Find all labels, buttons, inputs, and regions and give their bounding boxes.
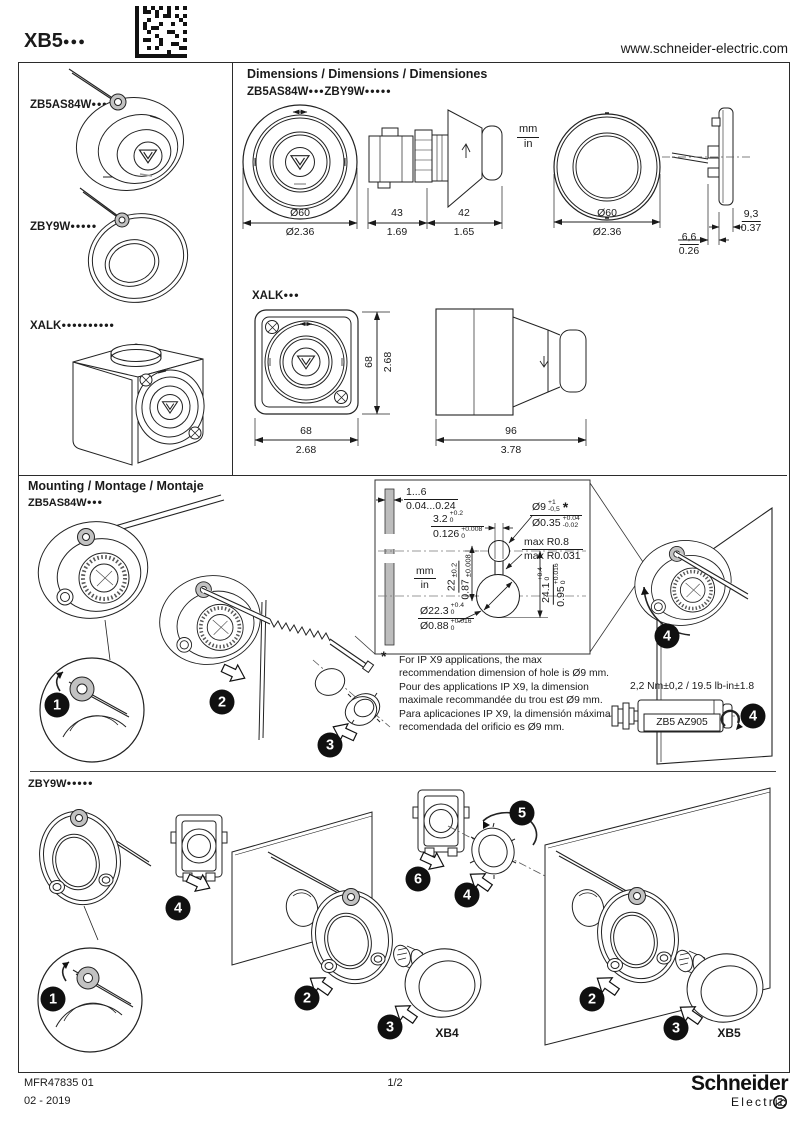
mounting-subtitle-zb5: ZB5AS84W●●● xyxy=(28,497,103,509)
dimension-drawings xyxy=(242,104,750,446)
website-link[interactable]: www.schneider-electric.com xyxy=(620,41,788,56)
step-badge-4-block: 4 xyxy=(165,895,191,921)
xb4-assembly xyxy=(267,851,487,1028)
mounting-zb5-drawings xyxy=(27,479,773,765)
mounting-zby9w-drawings xyxy=(29,787,771,1053)
zby-step1-detail xyxy=(29,802,152,1053)
ring-front-view xyxy=(553,112,661,228)
zb5-side-view xyxy=(367,109,503,229)
dim-top-hole: Ø9+1-0,5* Ø0.35+0.04-0.02 xyxy=(530,498,582,530)
tool-reference: ZB5 AZ905 xyxy=(656,717,708,728)
dim-max-radius: max R0.8 max R0.031 xyxy=(522,536,583,563)
xb4-label: XB4 xyxy=(435,1026,459,1040)
brand-name: Schneider xyxy=(690,1072,789,1095)
dim-xalk-w-in: 2.68 xyxy=(295,444,317,456)
step-badge-1-zby: 1 xyxy=(40,986,66,1012)
product-label-xalk: XALK●●●●●●●●●● xyxy=(30,320,115,332)
ring-side-view xyxy=(662,107,750,245)
dim-xalk-w-mm: 68 xyxy=(300,425,312,437)
dim-ring-t2: 9,3 0.37 xyxy=(740,208,762,235)
dim-ring-t1: 6,6 0.26 xyxy=(678,231,700,258)
dim-xalk-d-in: 3.78 xyxy=(500,444,522,456)
step-badge-4-torque: 4 xyxy=(740,703,766,729)
step-badge-1: 1 xyxy=(44,692,70,718)
xb5-assembly xyxy=(555,850,769,1029)
step-badge-6: 6 xyxy=(405,866,431,892)
mounting-title: Mounting / Montage / Montaje xyxy=(28,479,204,493)
section-divider xyxy=(19,475,787,476)
xalk-dim-label: XALK●●● xyxy=(252,290,300,302)
schneider-electric-logo: Schneider Electric xyxy=(690,1072,789,1109)
dim-panel-thickness: 1...6 0.04...0.24 xyxy=(404,486,458,513)
note-spanish: Para aplicaciones IP X9, la dimensión má… xyxy=(399,709,611,733)
dim-zb5-len1-in: 1.69 xyxy=(386,226,408,238)
content-frame xyxy=(18,62,790,1073)
illustration-xalk-enclosure xyxy=(72,343,205,466)
product-label-zby9w: ZBY9W●●●●● xyxy=(30,221,97,233)
product-family-dots: ●●● xyxy=(62,36,86,48)
column-divider xyxy=(232,63,233,475)
schneider-logo-icon xyxy=(773,1095,787,1109)
dim-xalk-h-mm: 68 xyxy=(363,356,375,368)
step-badge-2: 2 xyxy=(209,689,235,715)
xalk-front-view xyxy=(254,309,390,446)
dim-zb5-dia-mm: Ø60 xyxy=(290,207,310,219)
torque-tool xyxy=(607,699,744,733)
brand-sub: Electric xyxy=(731,1095,788,1109)
illustration-zb5-head xyxy=(67,67,185,192)
dim-xalk-d-mm: 96 xyxy=(505,425,517,437)
dim-ring-dia-mm: Ø60 xyxy=(597,207,617,219)
dimensions-subtitle: ZB5AS84W●●●ZBY9W●●●●● xyxy=(247,86,392,98)
page-number: 1/2 xyxy=(387,1077,403,1089)
step2-3-assembly xyxy=(149,564,391,746)
step1-head-detail xyxy=(27,494,225,763)
dim-zb5-len2-in: 1.65 xyxy=(453,226,475,238)
product-label-zb5as84w: ZB5AS84W●●● xyxy=(30,99,108,111)
step-badge-5: 5 xyxy=(509,800,535,826)
dim-hole-distance: 22±0.2 0.87±0.008 xyxy=(445,554,473,600)
product-illustrations xyxy=(67,67,205,466)
step-badge-2-xb4: 2 xyxy=(294,985,320,1011)
product-family-title: XB5●●● xyxy=(24,30,86,52)
step-badge-4-lockring: 4 xyxy=(454,882,480,908)
step-badge-3: 3 xyxy=(317,732,343,758)
note-asterisk: * xyxy=(381,648,387,664)
note-english: For IP X9 applications, the max recommen… xyxy=(399,655,610,679)
zby-step4-block-left xyxy=(170,814,228,897)
step-badge-3-xb5: 3 xyxy=(663,1015,689,1041)
dim-xalk-h-in: 2.68 xyxy=(382,351,394,373)
dim-zb5-dia-in: Ø2.36 xyxy=(285,226,315,238)
zby-block-lockring xyxy=(412,789,546,896)
note-french: Pour des applications IP X9, la dimensio… xyxy=(399,682,603,706)
hole-template-inset xyxy=(354,479,646,655)
dimensions-title: Dimensions / Dimensions / Dimensiones xyxy=(247,67,488,81)
dim-zb5-len1-mm: 43 xyxy=(391,207,403,219)
mounting-subtitle-zby9w: ZBY9W●●●●● xyxy=(28,778,94,790)
illustration-zby9w-ring xyxy=(78,186,189,303)
qr-code xyxy=(135,6,187,58)
zb5-front-view xyxy=(242,104,358,229)
step-badge-3-xb4: 3 xyxy=(377,1014,403,1040)
units-legend: mm in xyxy=(517,123,540,150)
document-reference: MFR47835 01 xyxy=(24,1077,94,1089)
units-legend-inset: mm in xyxy=(414,565,436,592)
step-badge-2-xb5: 2 xyxy=(579,986,605,1012)
xb5-label: XB5 xyxy=(717,1026,741,1040)
xalk-side-view xyxy=(435,308,587,446)
subsection-divider xyxy=(30,771,776,772)
torque-spec: 2,2 Nm±0,2 / 19.5 lb-in±1.8 xyxy=(630,681,755,692)
step-badge-4: 4 xyxy=(654,623,680,649)
dim-ring-dia-in: Ø2.36 xyxy=(592,226,622,238)
dim-zb5-len2-mm: 42 xyxy=(458,207,470,219)
document-date: 02 - 2019 xyxy=(24,1095,71,1107)
